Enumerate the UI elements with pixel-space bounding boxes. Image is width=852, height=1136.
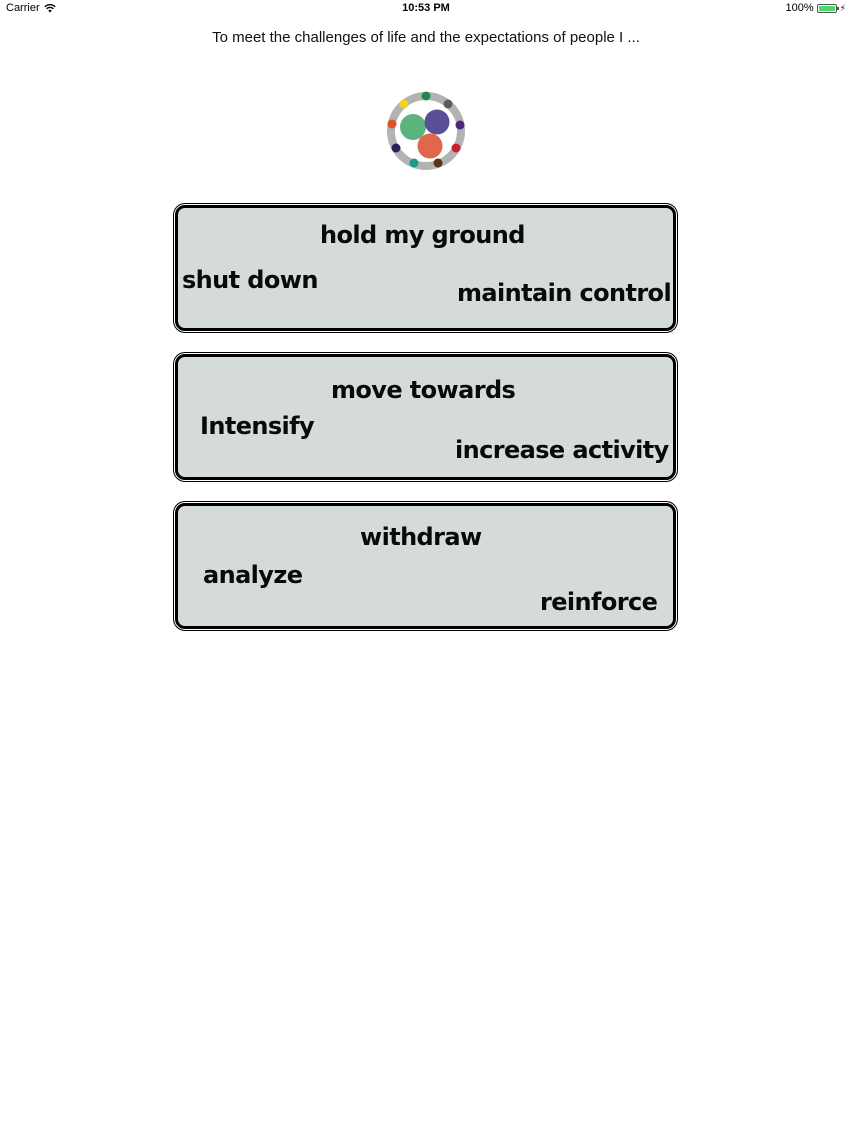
option-card-1[interactable]: hold my ground shut down maintain contro… bbox=[175, 205, 676, 331]
battery-percent: 100% bbox=[785, 2, 814, 14]
prompt-title: To meet the challenges of life and the e… bbox=[212, 29, 640, 46]
card-1-top-word: hold my ground bbox=[320, 221, 525, 249]
status-bar: Carrier 10:53 PM 100% ⚡ bbox=[0, 0, 852, 18]
status-time: 10:53 PM bbox=[402, 2, 450, 14]
wifi-icon bbox=[43, 3, 56, 13]
battery-cap bbox=[836, 6, 839, 10]
card-3-left-word: analyze bbox=[203, 561, 303, 589]
option-card-2[interactable]: move towards Intensify increase activity bbox=[175, 354, 676, 480]
circles-logo-icon bbox=[387, 91, 465, 170]
card-2-left-word: Intensify bbox=[200, 412, 315, 440]
carrier-label: Carrier bbox=[6, 2, 40, 14]
battery-fill bbox=[818, 5, 835, 11]
option-card-3[interactable]: withdraw analyze reinforce bbox=[175, 503, 676, 629]
card-1-right-word: maintain control bbox=[457, 279, 672, 307]
card-2-top-word: move towards bbox=[331, 376, 516, 404]
battery-icon bbox=[816, 3, 839, 13]
carrier-info: Carrier bbox=[6, 2, 56, 14]
card-3-right-word: reinforce bbox=[540, 588, 658, 616]
card-1-left-word: shut down bbox=[182, 266, 318, 294]
card-2-right-word: increase activity bbox=[455, 436, 669, 464]
charging-bolt-icon: ⚡ bbox=[839, 2, 846, 13]
card-3-top-word: withdraw bbox=[360, 523, 482, 551]
battery-status: 100% ⚡ bbox=[786, 2, 846, 14]
